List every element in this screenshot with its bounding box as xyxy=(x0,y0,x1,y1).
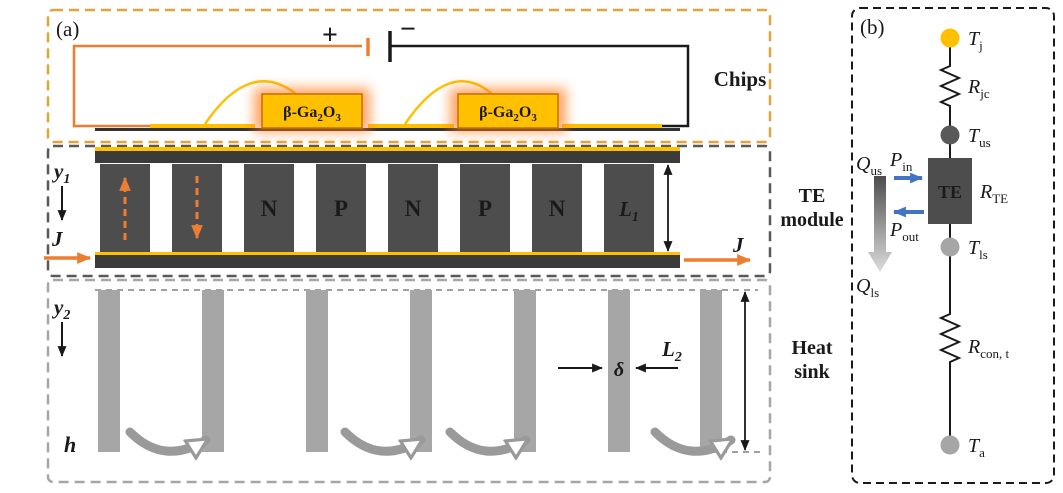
te-module-label: TE module xyxy=(780,185,843,231)
l1-label: L1 xyxy=(618,197,639,225)
te-leg xyxy=(532,164,582,252)
leg-label: N xyxy=(261,196,278,221)
leg-label: P xyxy=(478,196,492,221)
chip-pad xyxy=(562,124,662,128)
airflow-arrow xyxy=(125,427,206,451)
svg-text:module: module xyxy=(780,209,843,231)
heat-flow-arrow xyxy=(868,176,892,272)
te-legs xyxy=(100,164,654,252)
rcont-resistor xyxy=(938,256,962,436)
positive-sign: + xyxy=(322,20,338,51)
heat-sink-fin xyxy=(514,290,536,452)
leg-label: N xyxy=(549,196,566,221)
heat-sink-fin xyxy=(410,290,432,452)
tj-node xyxy=(940,28,960,48)
panel-b-box xyxy=(851,7,1055,484)
airflow-arrow xyxy=(445,427,526,451)
bond-wire xyxy=(403,80,493,125)
chip-pad xyxy=(368,124,454,128)
tls-label: Tls xyxy=(968,237,988,262)
heat-sink-fins xyxy=(98,290,722,452)
pout-label: Pout xyxy=(889,219,919,244)
positive-wire xyxy=(72,44,362,128)
rjc-resistor xyxy=(938,47,962,126)
chips-dashed-box xyxy=(46,8,772,144)
chip xyxy=(457,93,559,129)
heat-sink-dashed-box xyxy=(46,278,772,484)
qls-label: Qls xyxy=(856,275,879,300)
tls-node xyxy=(940,237,960,257)
airflow-arrow xyxy=(650,427,731,451)
leg-label: P xyxy=(334,196,348,221)
te-leg xyxy=(604,164,654,252)
tus-label: Tus xyxy=(968,125,991,150)
te-leg xyxy=(460,164,510,252)
delta-label: δ xyxy=(614,359,624,381)
te-bottom-plate xyxy=(95,255,680,268)
te-top-plate xyxy=(95,151,680,163)
tj-label: Tj xyxy=(968,28,983,53)
qus-label: Qus xyxy=(856,153,882,178)
te-leg xyxy=(244,164,294,252)
current-label-right: J xyxy=(732,233,745,257)
te-top-plate-gold xyxy=(95,147,680,151)
chip xyxy=(261,93,363,129)
rte-label: RTE xyxy=(979,181,1008,206)
y1-label: y1 xyxy=(51,159,70,187)
svg-text:Heat: Heat xyxy=(791,337,832,359)
panel-b-label: (b) xyxy=(860,15,885,39)
heat-sink-fin xyxy=(306,290,328,452)
chip-pad xyxy=(150,124,255,128)
rjc-label: Rjc xyxy=(967,76,990,101)
h-label: h xyxy=(64,432,76,457)
rcont-label: Rcon, t xyxy=(967,336,1009,361)
current-label-left: J xyxy=(51,227,64,251)
bond-wire xyxy=(203,80,297,125)
leg-label: N xyxy=(405,196,422,221)
panel-a-label: (a) xyxy=(56,17,79,41)
l2-label: L2 xyxy=(661,337,682,365)
te-leg xyxy=(388,164,438,252)
tus-node xyxy=(940,125,960,145)
chips-label: Chips xyxy=(714,67,767,91)
te-module-dashed-box xyxy=(46,144,772,278)
panel-a: (a) + − β-Ga2O3 β-Ga2O3 xyxy=(44,8,844,484)
pin-label: Pin xyxy=(889,149,913,174)
svg-text:TE: TE xyxy=(799,185,826,207)
chip-label: β-Ga2O3 xyxy=(479,104,537,124)
airflow-arrow xyxy=(340,427,421,451)
svg-text:sink: sink xyxy=(794,361,830,383)
chip-carrier xyxy=(95,128,680,131)
te-box-label: TE xyxy=(938,182,962,202)
heat-sink-fin xyxy=(608,290,630,452)
te-box xyxy=(928,158,972,224)
ta-label: Ta xyxy=(968,435,985,460)
negative-wire xyxy=(390,44,690,128)
heat-sink-fin xyxy=(700,290,722,452)
negative-sign: − xyxy=(400,14,416,45)
chip-label: β-Ga2O3 xyxy=(283,104,341,124)
heat-sink-label: Heat sink xyxy=(791,337,832,383)
heat-sink-fin xyxy=(202,290,224,452)
ta-node xyxy=(940,435,960,455)
heat-sink-fin xyxy=(98,290,120,452)
panel-b: (b) TE Tj Rjc Tus RTE Tls Rcon, t Ta Qus… xyxy=(851,7,1055,484)
y2-label: y2 xyxy=(51,295,70,323)
te-bottom-plate-gold xyxy=(95,252,680,255)
te-leg xyxy=(316,164,366,252)
